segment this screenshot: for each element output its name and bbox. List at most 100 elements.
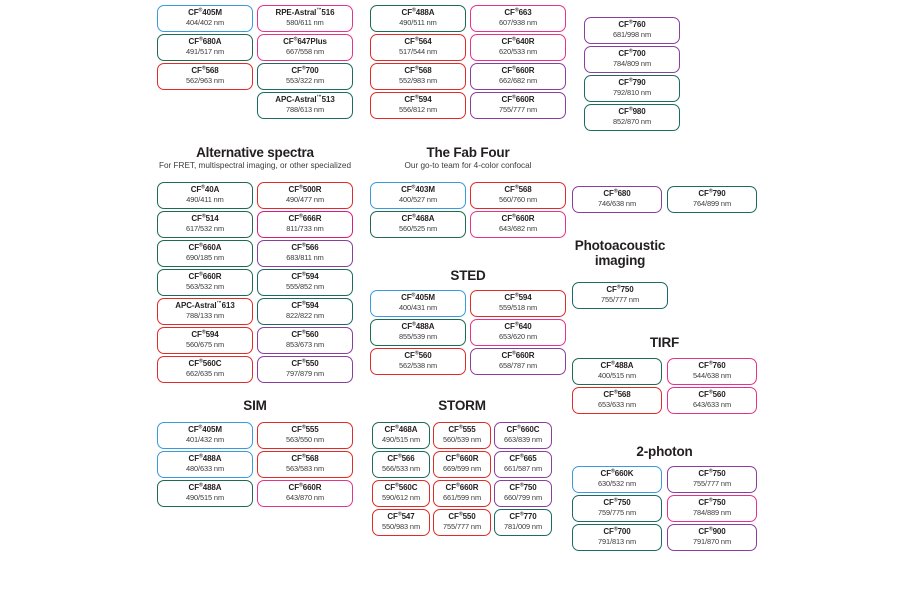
trademark-mark: ®: [301, 424, 306, 431]
dye-name: CF®568: [291, 453, 319, 464]
trademark-mark: ®: [395, 424, 399, 431]
dye-excitation-emission: 607/938 nm: [498, 17, 538, 27]
dye-excitation-emission: 630/532 nm: [597, 479, 637, 489]
dye-excitation-emission: 792/810 nm: [612, 87, 652, 97]
dye-excitation-emission: 661/599 nm: [442, 493, 482, 503]
dye-name: CF®560C: [188, 358, 222, 369]
dye-name: CF®790: [698, 188, 726, 198]
dye-name: CF®488A: [401, 321, 435, 332]
dye-name: CF®665: [509, 453, 537, 464]
trademark-mark: ®: [458, 424, 463, 431]
dye-name: CF®555: [448, 424, 476, 435]
trademark-mark: ®: [301, 453, 306, 460]
dye-name: CF®663: [504, 7, 532, 17]
dye-excitation-emission: 480/633 nm: [185, 464, 225, 474]
dye-excitation-emission: 562/963 nm: [185, 75, 225, 85]
dye-excitation-emission: 755/777 nm: [692, 479, 732, 489]
trademark-mark: ®: [708, 360, 713, 367]
trademark-mark: ®: [414, 36, 419, 43]
dye-excitation-emission: 811/733 nm: [286, 224, 324, 234]
dye-name: CF®660A: [188, 242, 222, 253]
trademark-mark: ®: [397, 511, 402, 518]
